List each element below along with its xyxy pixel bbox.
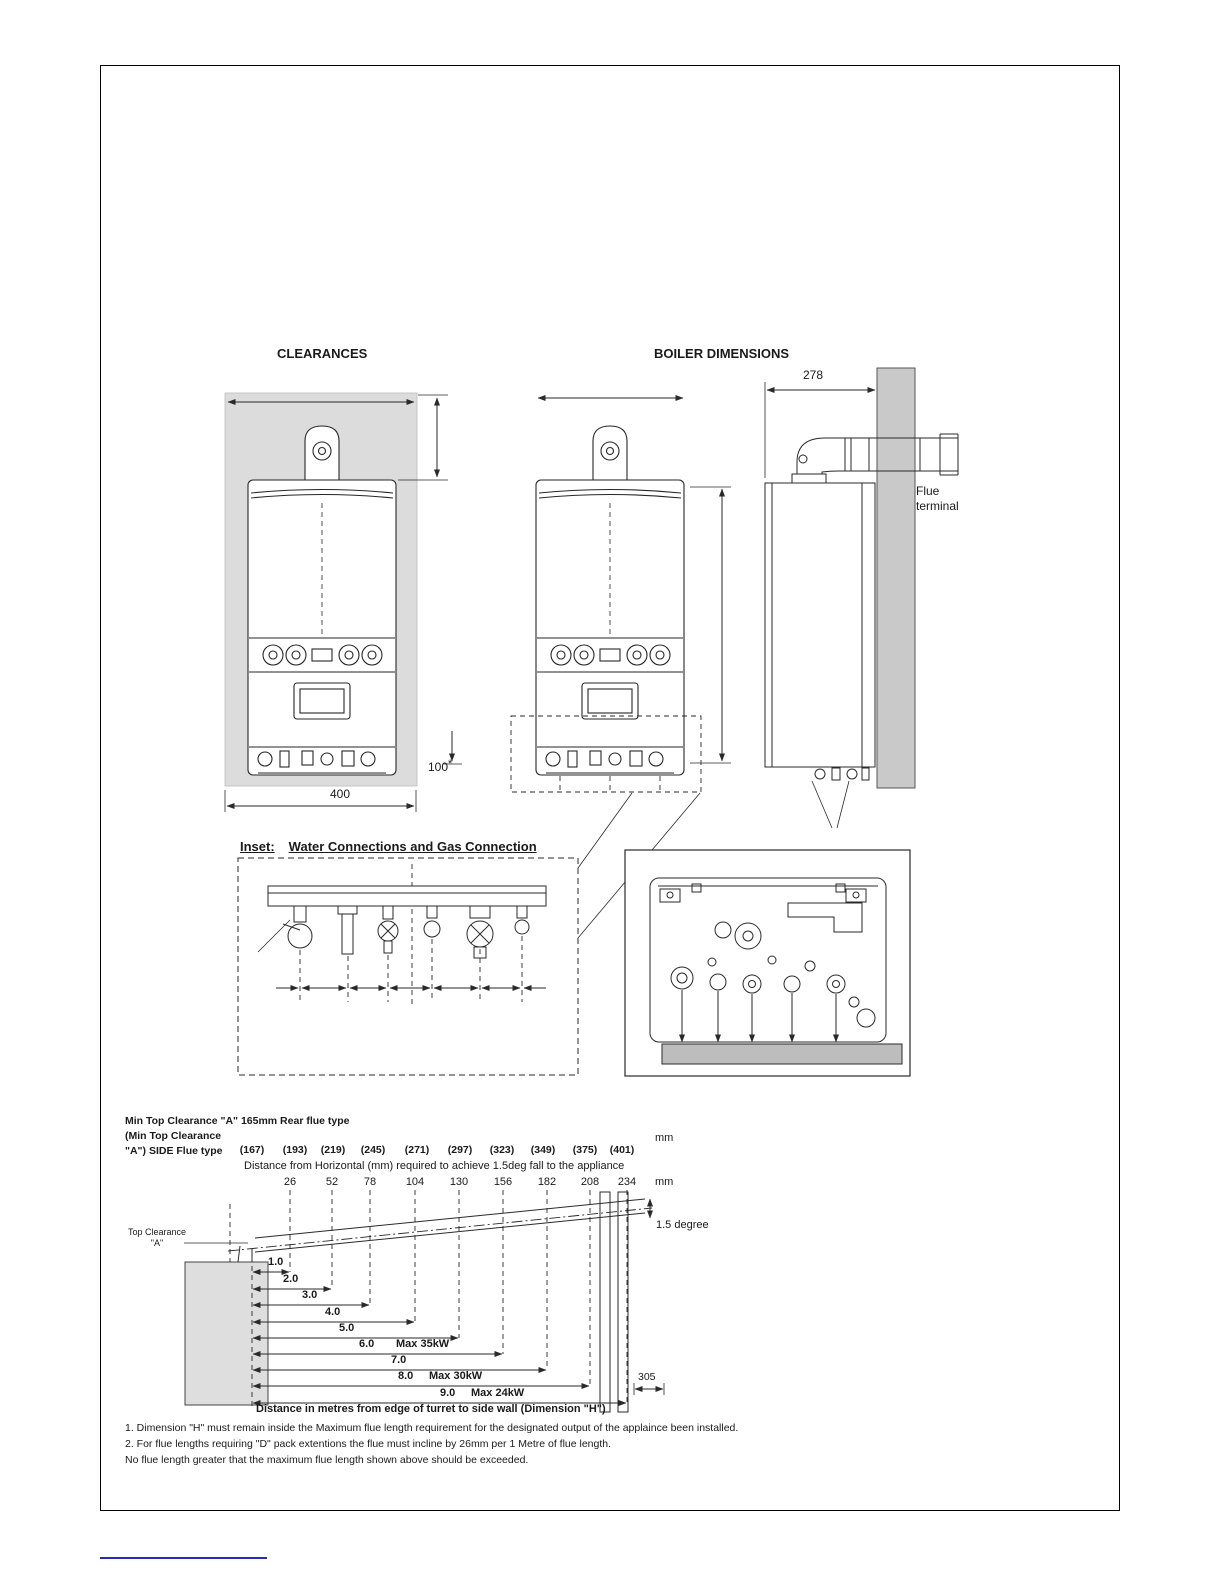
inset-title: Inset: Water Connections and Gas Connecti…	[240, 839, 537, 855]
bottom-clearance-value: 100	[428, 760, 449, 774]
side-flue-clearance-line2: "A") SIDE Flue type	[125, 1145, 223, 1157]
link-underline	[100, 1557, 267, 1559]
side-value: (349)	[530, 1144, 556, 1156]
side-value: (401)	[609, 1144, 635, 1156]
row-label: 9.0	[440, 1387, 456, 1399]
width-dimension-label: 400	[329, 787, 351, 801]
horizontal-value: 234	[617, 1176, 637, 1188]
row-label: 2.0	[283, 1273, 299, 1285]
depth-dimension-label: 278	[802, 368, 824, 382]
wall-dimension-label: 305	[638, 1371, 656, 1383]
side-values-units: mm	[655, 1132, 674, 1144]
boiler-dimensions-heading: BOILER DIMENSIONS	[654, 346, 790, 361]
row-label: 1.0	[268, 1256, 284, 1268]
row-max-note: Max 35kW	[396, 1338, 450, 1350]
x-axis-caption: Distance in metres from edge of turret t…	[256, 1403, 606, 1415]
side-value: (297)	[447, 1144, 473, 1156]
inset-title-prefix: Inset:	[240, 839, 275, 854]
horizontal-value: 78	[363, 1176, 377, 1188]
horizontal-value: 26	[283, 1176, 297, 1188]
row-label: 3.0	[302, 1289, 318, 1301]
page-frame	[100, 65, 1120, 1511]
row-max-note: Max 30kW	[429, 1370, 483, 1382]
side-value: (219)	[320, 1144, 346, 1156]
note-3: No flue length greater that the maximum …	[125, 1454, 529, 1466]
horizontal-value: 208	[580, 1176, 600, 1188]
degree-label: 1.5 degree	[656, 1219, 709, 1231]
bottom-clearance-label: 100*	[428, 758, 453, 776]
top-clearance-label: Top Clearance "A"	[127, 1227, 187, 1249]
horizontal-value: 52	[325, 1176, 339, 1188]
side-value: (167)	[239, 1144, 265, 1156]
horizontal-value: 156	[493, 1176, 513, 1188]
row-max-note: Max 24kW	[471, 1387, 525, 1399]
row-label: 8.0	[398, 1370, 414, 1382]
side-value: (323)	[489, 1144, 515, 1156]
horizontal-value: 130	[449, 1176, 469, 1188]
note-2: 2. For flue lengths requiring "D" pack e…	[125, 1438, 612, 1450]
row-label: 4.0	[325, 1306, 341, 1318]
horizontal-distance-title: Distance from Horizontal (mm) required t…	[244, 1160, 625, 1172]
clearances-heading: CLEARANCES	[277, 346, 368, 361]
horizontal-values-units: mm	[655, 1176, 674, 1188]
row-label: 5.0	[339, 1322, 355, 1334]
side-value: (375)	[572, 1144, 598, 1156]
row-label: 6.0	[359, 1338, 375, 1350]
side-value: (193)	[282, 1144, 308, 1156]
side-value: (271)	[404, 1144, 430, 1156]
note-1: 1. Dimension "H" must remain inside the …	[125, 1422, 739, 1434]
horizontal-value: 104	[405, 1176, 425, 1188]
side-flue-clearance-line1: (Min Top Clearance	[125, 1130, 222, 1142]
flue-terminal-label: Flue terminal	[916, 484, 959, 513]
side-value: (245)	[360, 1144, 386, 1156]
inset-title-text: Water Connections and Gas Connection	[288, 839, 537, 854]
bottom-clearance-asterisk: *	[448, 758, 453, 770]
row-label: 7.0	[391, 1354, 407, 1366]
rear-flue-clearance-line: Min Top Clearance "A" 165mm Rear flue ty…	[125, 1115, 350, 1127]
horizontal-value: 182	[537, 1176, 557, 1188]
